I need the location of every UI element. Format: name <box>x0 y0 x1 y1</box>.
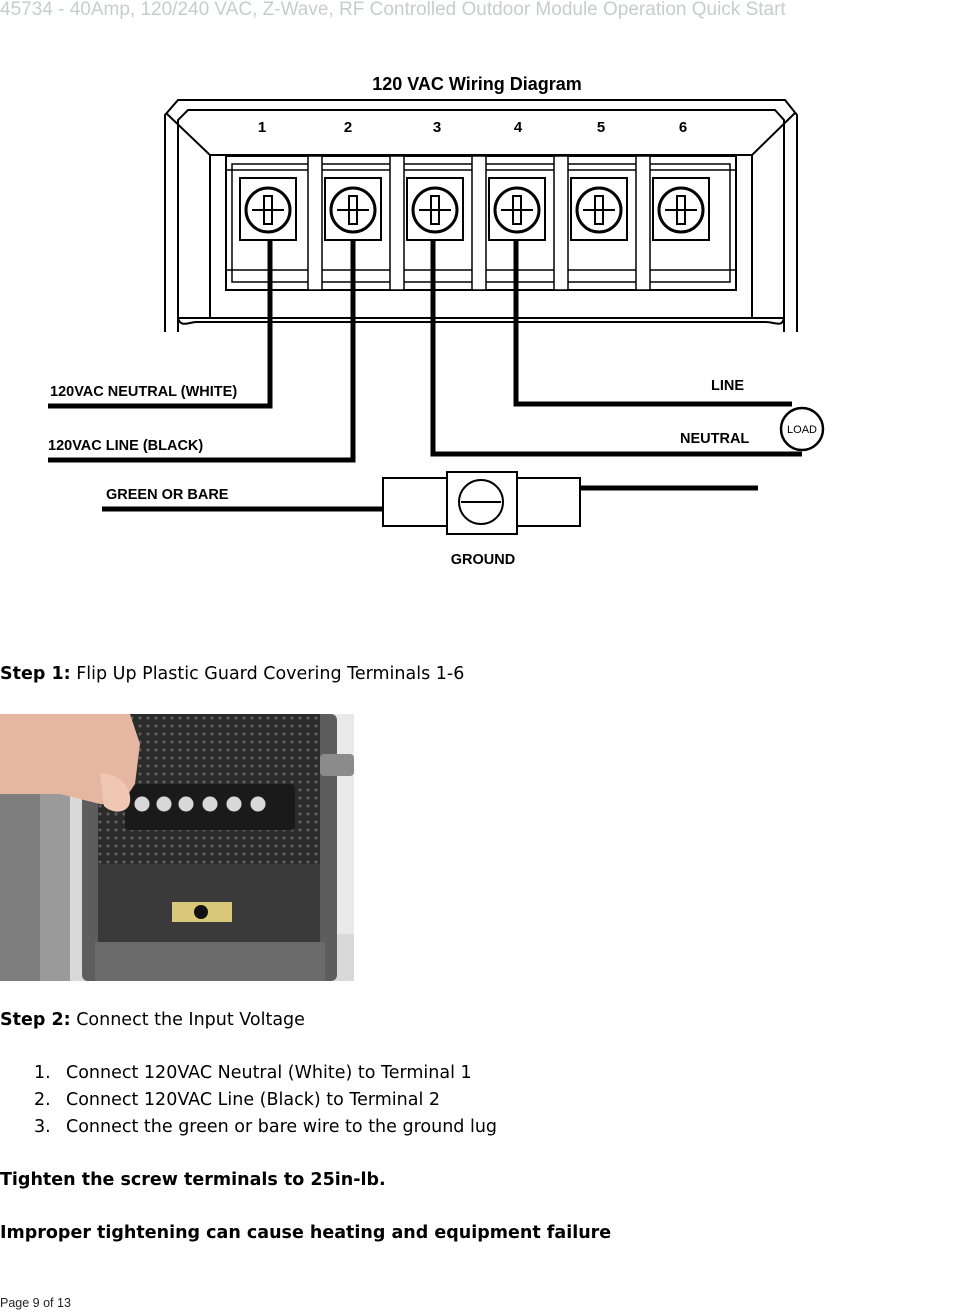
warning-note: Improper tightening can cause heating an… <box>0 1223 612 1243</box>
document-header: 45734 - 40Amp, 120/240 VAC, Z-Wave, RF C… <box>0 0 786 20</box>
load-symbol <box>779 406 825 452</box>
step-2-list: 1. Connect 120VAC Neutral (White) to Term… <box>0 1060 497 1141</box>
terminal-screw-5 <box>570 177 628 241</box>
wiring-diagram: 120 VAC Wiring Diagram <box>0 60 961 580</box>
label-green-bare: GREEN OR BARE <box>106 487 229 503</box>
terminal-screw-2 <box>324 177 382 241</box>
terminal-screw-3 <box>406 177 464 241</box>
list-item-number: 2. <box>34 1090 51 1110</box>
list-item-text: Connect 120VAC Neutral (White) to Termin… <box>66 1063 472 1083</box>
step-2-text: Connect the Input Voltage <box>70 1010 305 1030</box>
terminal-screw-6 <box>652 177 710 241</box>
label-neutral: NEUTRAL <box>680 431 749 447</box>
label-line: LINE <box>711 378 744 394</box>
terminal-number-2: 2 <box>344 119 352 136</box>
page-number: Page 9 of 13 <box>0 1296 71 1310</box>
step-1-heading: Step 1: Flip Up Plastic Guard Covering T… <box>0 664 464 684</box>
terminal-screw-4 <box>488 177 546 241</box>
list-item: 3. Connect the green or bare wire to the … <box>0 1114 497 1141</box>
module-photo <box>0 714 354 981</box>
list-item: 1. Connect 120VAC Neutral (White) to Term… <box>0 1060 497 1087</box>
list-item-text: Connect the green or bare wire to the gr… <box>66 1117 498 1137</box>
terminal-number-5: 5 <box>597 119 605 136</box>
list-item-number: 1. <box>34 1063 51 1083</box>
wire-load-line <box>513 240 792 407</box>
label-ground: GROUND <box>451 552 515 568</box>
step-2-heading: Step 2: Connect the Input Voltage <box>0 1010 305 1030</box>
terminal-screw-1 <box>239 177 297 241</box>
ground-lug <box>382 471 581 535</box>
terminal-number-6: 6 <box>679 119 687 136</box>
terminal-screws <box>239 177 710 241</box>
wire-load-neutral <box>430 240 802 457</box>
label-neutral-white: 120VAC NEUTRAL (WHITE) <box>50 384 237 400</box>
terminal-number-3: 3 <box>433 119 441 136</box>
load-label: LOAD <box>787 424 817 436</box>
torque-note: Tighten the screw terminals to 25in-lb. <box>0 1170 386 1190</box>
list-item: 2. Connect 120VAC Line (Black) to Termina… <box>0 1087 497 1114</box>
step-1-label: Step 1: <box>0 664 71 684</box>
diagram-title: 120 VAC Wiring Diagram <box>372 74 582 94</box>
wire-neutral-white <box>48 240 273 409</box>
step-1-text: Flip Up Plastic Guard Covering Terminals… <box>70 664 465 684</box>
step-2-label: Step 2: <box>0 1010 71 1030</box>
label-line-black: 120VAC LINE (BLACK) <box>48 438 203 454</box>
list-item-text: Connect 120VAC Line (Black) to Terminal … <box>66 1090 441 1110</box>
list-item-number: 3. <box>34 1117 51 1137</box>
wire-line-black <box>48 240 356 463</box>
terminal-number-4: 4 <box>514 119 523 136</box>
terminal-number-1: 1 <box>258 119 266 136</box>
